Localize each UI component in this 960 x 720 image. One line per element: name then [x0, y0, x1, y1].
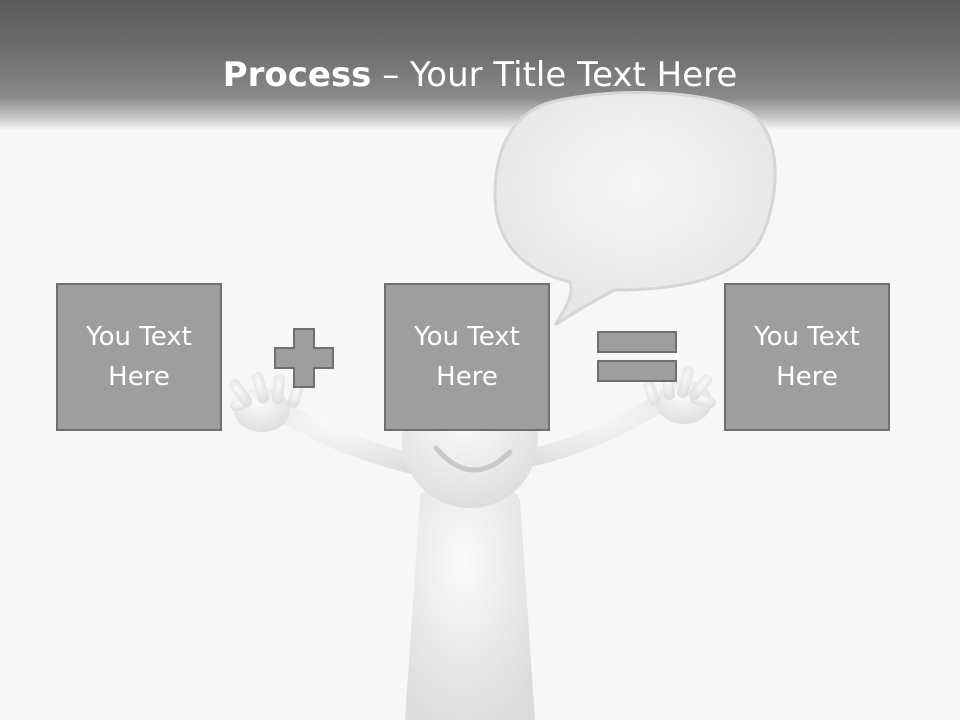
left-hand: [229, 372, 304, 432]
text-box-2[interactable]: You Text Here: [384, 283, 550, 431]
right-arm: [508, 382, 690, 470]
right-hand: [643, 366, 716, 424]
title-rest: – Your Title Text Here: [371, 55, 738, 95]
text-box-1-label: You Text Here: [86, 322, 192, 392]
left-arm: [255, 392, 440, 478]
title-bold: Process: [222, 55, 372, 95]
text-box-3-label: You Text Here: [754, 322, 860, 392]
body: [405, 477, 535, 720]
speech-bubble: [493, 91, 777, 327]
smile: [433, 445, 513, 473]
equals-icon: [597, 331, 677, 382]
text-box-1[interactable]: You Text Here: [56, 283, 222, 431]
plus-icon: [274, 328, 334, 388]
text-box-2-label: You Text Here: [414, 322, 520, 392]
slide-title: Process – Your Title Text Here: [0, 52, 960, 98]
title-bar: [0, 0, 960, 130]
text-box-3[interactable]: You Text Here: [724, 283, 890, 431]
